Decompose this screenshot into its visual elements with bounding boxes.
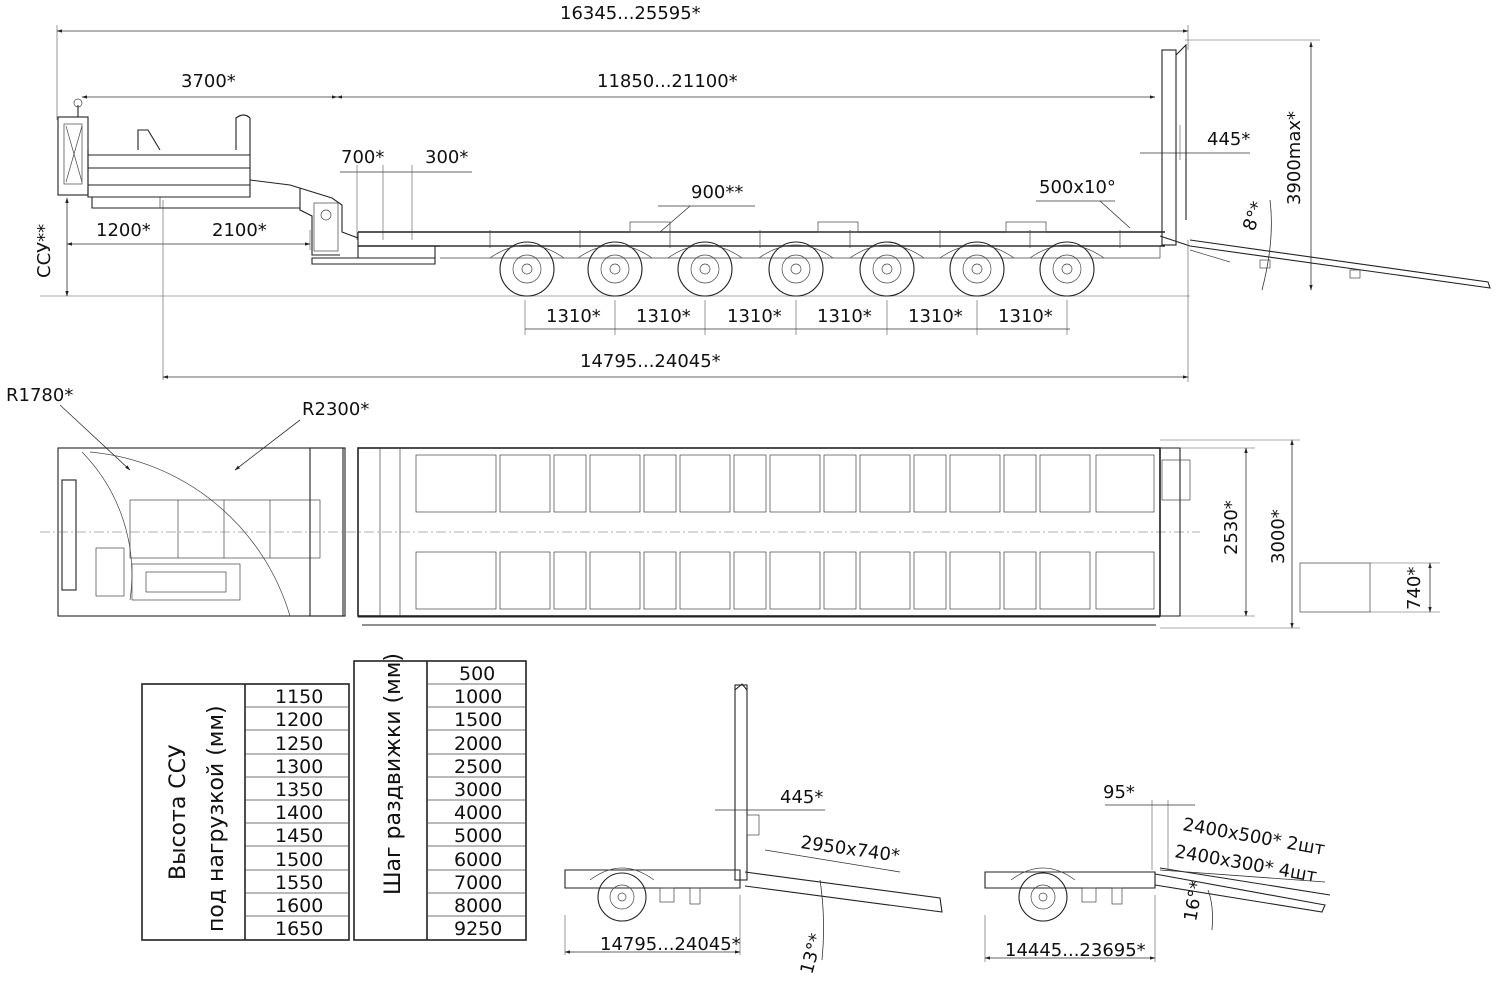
ssu-value: 1450 [275,825,323,847]
axle-spacing-4: 1310* [817,306,872,327]
detail-right-length: 14445...23695* [1005,940,1146,961]
outer-width-label: 3000* [1268,509,1289,564]
radius-1780-label: R1780* [6,385,73,406]
gooseneck-length-label: 3700* [181,71,236,92]
step-value: 1000 [454,686,502,708]
ssu-table-header-2: под нагрузкой (мм) [204,705,229,932]
step-table-header: Шаг раздвижки (мм) [381,653,406,895]
height-max-label: 3900max* [1284,111,1305,205]
radius-2300-label: R2300* [302,399,369,420]
step-value: 7000 [454,872,502,894]
step-value: 500 [459,663,495,685]
axle-spacing-3: 1310* [727,306,782,327]
ssu-value: 1600 [275,895,323,917]
ssu-value: 1350 [275,779,323,801]
kingpin-length-label: 14795...24045* [580,351,721,372]
detail-right-ramp-angle: 16°* [1180,879,1208,923]
step-value: 8000 [454,895,502,917]
detail-left-length: 14795...24045* [600,934,741,955]
ssu-value: 1200 [275,709,323,731]
dim-445-label: 445* [1207,129,1250,150]
dim-500x10-label: 500x10° [1039,177,1116,198]
rear-ramp-side [1159,43,1491,289]
step-value: 3000 [454,779,502,801]
axle-spacing-1: 1310* [546,306,601,327]
dim-300-label: 300* [425,147,468,168]
dim-1200-label: 1200* [96,220,151,241]
axle-spacing-5: 1310* [908,306,963,327]
dim-900-label: 900** [691,182,743,203]
ramp-width-label: 740* [1404,567,1425,610]
step-value: 9250 [454,918,502,940]
step-value: 6000 [454,849,502,871]
dim-700-label: 700* [341,147,384,168]
ssu-value: 1250 [275,733,323,755]
detail-left-view: 14795...24045* 445* 2950x740* 13°* [564,683,943,976]
extension-step-table: Шаг раздвижки (мм) 500 1000 1500 2000 25… [353,653,527,941]
ssu-value: 1650 [275,918,323,940]
dim-2100-label: 2100* [212,220,267,241]
step-value: 5000 [454,825,502,847]
ssu-value: 1550 [275,872,323,894]
axle-wheels [489,241,1105,297]
ssu-height-table: Высота ССУ под нагрузкой (мм) 1150 1200 … [141,683,350,941]
step-value: 4000 [454,802,502,824]
ssu-value: 1400 [275,802,323,824]
step-value: 1500 [454,709,502,731]
inner-width-label: 2530* [1221,500,1242,555]
ssu-value: 1150 [275,686,323,708]
axle-spacing-2: 1310* [636,306,691,327]
ssu-table-header-1: Высота ССУ [166,744,191,880]
gooseneck [57,98,359,256]
detail-right-95: 95* [1103,782,1135,803]
deck-panels [415,454,1155,610]
overall-length-label: 16345...25595* [560,3,701,24]
detail-left-445: 445* [780,787,823,808]
ssu-value: 1300 [275,756,323,778]
side-view: 16345...25595* 3700* 11850...21100* 700*… [34,3,1491,382]
ssu-height-label: ССУ** [34,224,55,278]
ramp-angle-8-label: 8°* [1239,199,1269,234]
main-deck [311,221,1165,265]
step-value: 2500 [454,756,502,778]
detail-left-ramp-angle: 13°* [797,931,828,976]
detail-right-view: 95* 2400x500* 2шт 2400x300* 4шт 16°* 144… [984,782,1331,962]
step-value: 2000 [454,733,502,755]
ssu-value: 1500 [275,849,323,871]
detail-left-ramp-size: 2950x740* [799,832,901,867]
top-view: R1780* R2300* [6,385,1440,629]
axle-spacing-6: 1310* [998,306,1053,327]
deck-length-label: 11850...21100* [597,71,738,92]
